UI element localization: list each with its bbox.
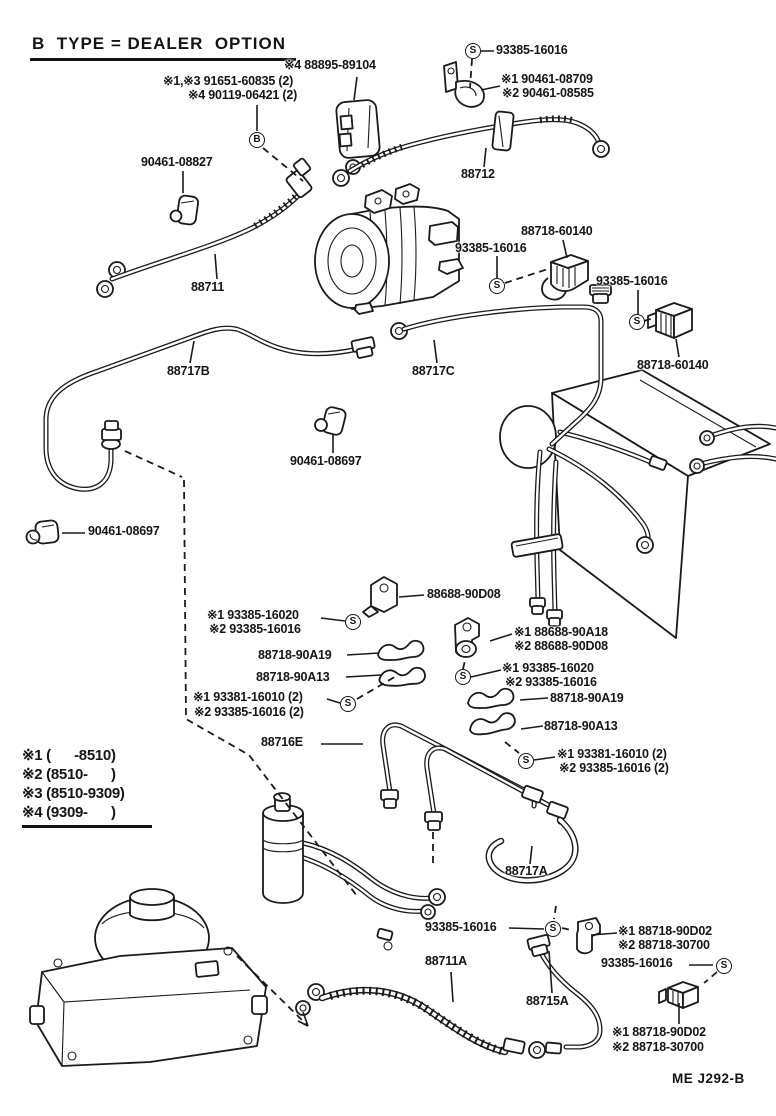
part-number-label: ※1 88718-90D02 [612, 1025, 706, 1039]
bolt-marker-icon: B [249, 132, 265, 148]
part-number-label: 88711 [191, 280, 225, 294]
clamp-08697-left [25, 519, 60, 545]
bracket-90D02 [658, 981, 699, 1009]
pipe-clip-90A13-left [378, 664, 427, 689]
leader-lines [62, 50, 713, 1024]
part-number-label: 88688-90D08 [427, 587, 501, 601]
part-number-label: 88718-90A19 [550, 691, 624, 705]
part-number-label: 90461-08697 [290, 454, 362, 468]
part-number-label: 88715A [526, 994, 569, 1008]
drawing-code: ME J292-B [672, 1071, 745, 1086]
evaporator-unit [499, 369, 776, 639]
part-number-label: 93385-16016 [496, 43, 568, 57]
screw-marker-icon: S [629, 314, 645, 330]
hose-88711 [96, 157, 313, 298]
part-number-label: 88717B [167, 364, 210, 378]
part-number-label: 88718-90A13 [544, 719, 618, 733]
screw-marker-icon: S [518, 753, 534, 769]
engine-unit [29, 888, 268, 1067]
bracket-90A18 [454, 617, 480, 658]
dashed-reference-lines [124, 58, 718, 1027]
part-number-label: ※1 93381-16010 (2) [193, 690, 303, 704]
part-number-label: 88716E [261, 735, 303, 749]
screw-marker-icon: S [545, 921, 561, 937]
part-number-label: ※2 88718-30700 [618, 938, 710, 952]
screw-marker-icon: S [345, 614, 361, 630]
part-number-label: ※2 90461-08585 [502, 86, 594, 100]
hose-88712 [332, 110, 610, 187]
hose-88711A [295, 983, 563, 1059]
part-number-label: ※2 93385-16016 (2) [194, 705, 304, 719]
pipe-88717B [43, 325, 376, 492]
pipe-clip-90A19-left [377, 639, 425, 661]
part-number-label: ※2 93385-16016 [209, 622, 301, 636]
part-number-label: 93385-16016 [601, 956, 673, 970]
part-number-label: ※2 88688-90D08 [514, 639, 608, 653]
pipe-clip-90A13-right [468, 711, 517, 736]
spec-date-legend: ※1 ( -8510) ※2 (8510- ) ※3 (8510-9309) ※… [22, 746, 152, 828]
screw-marker-icon: S [340, 696, 356, 712]
clamp-08827 [169, 194, 199, 226]
part-number-label: 88717A [505, 864, 548, 878]
legend-item-1: ※1 ( -8510) [22, 747, 116, 764]
part-number-label: 93385-16016 [455, 241, 527, 255]
part-number-label: ※1 90461-08709 [501, 72, 593, 86]
part-number-label: 88717C [412, 364, 455, 378]
pipe-clip-90A19-right [467, 687, 515, 709]
pipe-88717C [390, 284, 612, 447]
part-number-label: 88718-60140 [521, 224, 593, 238]
compressor [314, 183, 464, 315]
part-number-label: ※4 88895-89104 [284, 58, 376, 72]
screw-marker-icon: S [489, 278, 505, 294]
page-title: B TYPE = DEALER OPTION [30, 34, 297, 61]
part-number-label: ※4 90119-06421 (2) [188, 88, 298, 102]
part-number-label: ※1 93385-16020 [207, 608, 299, 622]
part-number-label: ※1 88688-90A18 [514, 625, 608, 639]
part-number-label: ※2 88718-30700 [612, 1040, 704, 1054]
part-number-label: ※2 93385-16016 (2) [559, 761, 669, 775]
legend-underline [22, 825, 152, 828]
clamp-08697-mid [314, 406, 347, 436]
pipe-88716E [380, 722, 569, 831]
pipe-88715A [526, 917, 603, 1050]
part-number-label: ※1 88718-90D02 [618, 924, 712, 938]
screw-marker-icon: S [465, 43, 481, 59]
part-number-label: ※2 93385-16016 [505, 675, 597, 689]
receiver-drier [262, 792, 446, 951]
part-number-label: ※1,※3 91651-60835 (2) [163, 74, 294, 88]
part-number-label: ※1 93381-16010 (2) [557, 747, 667, 761]
part-number-label: 90461-08827 [141, 155, 213, 169]
screw-marker-icon: S [716, 958, 732, 974]
legend-item-4: ※4 (9309- ) [22, 804, 116, 821]
part-number-label: 90461-08697 [88, 524, 160, 538]
part-number-label: 88711A [425, 954, 467, 968]
part-number-label: ※1 93385-16020 [502, 661, 594, 675]
legend-item-3: ※3 (8510-9309) [22, 785, 125, 802]
bracket-60140-a [541, 254, 589, 301]
part-number-label: 93385-16016 [425, 920, 497, 934]
screw-marker-icon: S [455, 669, 471, 685]
part-number-label: 88718-60140 [637, 358, 709, 372]
part-number-label: 88718-90A19 [258, 648, 332, 662]
part-number-label: 88712 [461, 167, 495, 181]
part-number-label: 93385-16016 [596, 274, 668, 288]
bracket-90D08 [362, 576, 398, 618]
mount-block [335, 99, 381, 159]
legend-item-2: ※2 (8510- ) [22, 766, 116, 783]
bracket-60140-b [647, 302, 693, 339]
bracket-90461 [443, 61, 485, 108]
hose-88717A [485, 816, 579, 884]
part-number-label: 88718-90A13 [256, 670, 330, 684]
